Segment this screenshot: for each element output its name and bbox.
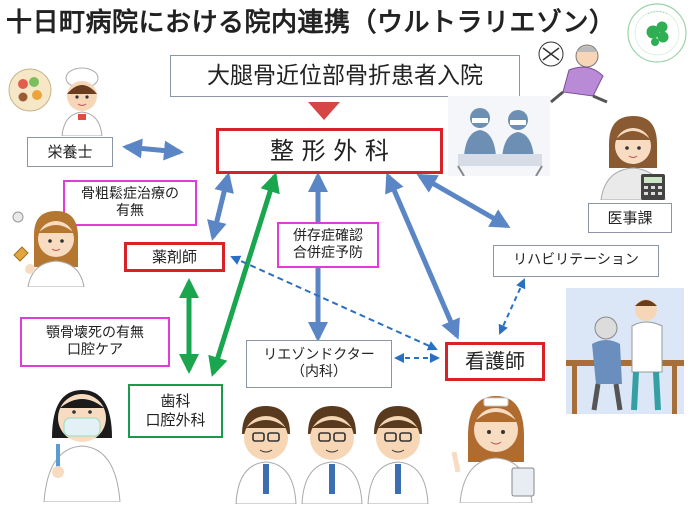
comorbidity-box: 併存症確認 合併症予防 [277, 222, 379, 268]
nutritionist-illustration [8, 67, 103, 136]
admission-down-triangle [308, 102, 340, 120]
rehabilitation-box: リハビリテーション [493, 245, 659, 277]
pharmacist-illustration [12, 211, 85, 287]
orthopedics-rehabilitation-arrow [416, 173, 511, 229]
nurse-illustration [451, 396, 535, 503]
page-title: 十日町病院における院内連携（ウルトラリエゾン） [6, 8, 616, 38]
medical-affairs-clerk-illustration [600, 116, 666, 200]
orthopedics-nurse-arrow [385, 172, 460, 340]
nutritionist-orthopedics-arrow [122, 138, 184, 161]
liaison-doctor-box: リエゾンドクター （内科） [246, 340, 392, 388]
nurse-box: 看護師 [445, 342, 545, 381]
admission-box: 大腿骨近位部骨折患者入院 [170, 55, 520, 97]
osteoporosis-treatment-box: 骨粗鬆症治療の 有無 [63, 180, 197, 226]
three-doctors-illustration [235, 406, 429, 504]
osteoporosis-supporters-logo [627, 3, 687, 63]
nutritionist-box: 栄養士 [27, 137, 113, 167]
rehabilitation-nurse-dashed-arrow [498, 278, 526, 335]
rehabilitation-illustration [566, 288, 684, 414]
jaw-necrosis-box: 顎骨壊死の有無 口腔ケア [20, 317, 170, 367]
dental-box: 歯科 口腔外科 [128, 384, 223, 438]
surgeons-illustration [448, 96, 550, 176]
falling-elderly-illustration [538, 41, 608, 104]
pharmacist-box: 薬剤師 [124, 242, 225, 272]
medical-affairs-box: 医事課 [588, 203, 672, 233]
orthopedics-box: 整 形 外 科 [216, 128, 443, 174]
dentist-illustration [43, 390, 121, 502]
pharmacist-nurse-dashed-arrow [230, 255, 438, 351]
orthopedics-pharmacist-arrow [207, 172, 234, 241]
